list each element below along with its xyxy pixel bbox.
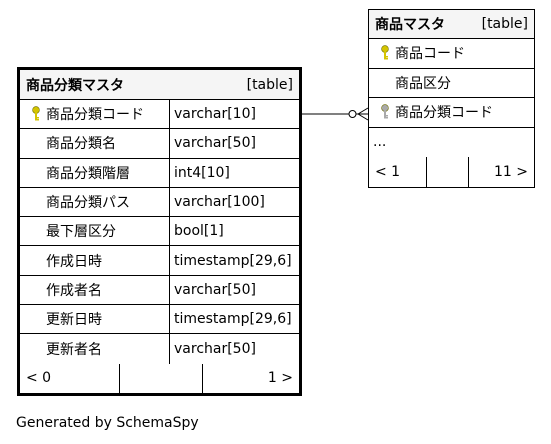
column-type: varchar[100]: [174, 194, 265, 211]
column-name-cell: 作成者名: [20, 275, 170, 305]
column-row[interactable]: 商品分類コード: [369, 98, 534, 128]
table-footer: < 1 11 >: [369, 157, 534, 187]
parent-count: < 1: [369, 157, 427, 187]
key-slot: [375, 104, 395, 120]
column-row[interactable]: 商品コード: [369, 39, 534, 69]
column-name: 商品分類階層: [46, 165, 130, 182]
key-slot: [26, 106, 46, 122]
key-slot: [375, 45, 395, 61]
foreign-key-icon: [381, 104, 389, 119]
column-name: 更新者名: [46, 342, 102, 359]
column-name-cell: 作成日時: [20, 246, 170, 275]
column-type: varchar[50]: [174, 281, 256, 298]
table-title: 商品マスタ: [375, 17, 445, 33]
column-name-cell: 更新日時: [20, 305, 170, 334]
column-name-cell: 最下層区分: [20, 217, 170, 246]
column-name: ...: [373, 134, 387, 151]
generated-by-caption: Generated by SchemaSpy: [16, 415, 199, 431]
table-kind: [table]: [481, 16, 528, 32]
column-type: varchar[10]: [174, 106, 256, 123]
column-row[interactable]: 商品区分: [369, 69, 534, 98]
column-name-cell: 商品区分: [369, 69, 534, 98]
table-footer: < 0 1 >: [20, 363, 299, 393]
column-name-cell: 商品分類パス: [20, 187, 170, 217]
column-name: 商品分類名: [46, 136, 116, 153]
table-kind: [table]: [246, 76, 293, 93]
column-name-cell: 商品分類名: [20, 129, 170, 158]
column-row[interactable]: 商品分類名 varchar[50]: [20, 129, 299, 159]
column-name-cell: ...: [369, 128, 534, 158]
column-row[interactable]: 商品分類パス varchar[100]: [20, 187, 299, 218]
parent-count: < 0: [20, 363, 120, 393]
column-row[interactable]: 最下層区分 bool[1]: [20, 217, 299, 247]
column-row[interactable]: 商品分類階層 int4[10]: [20, 158, 299, 188]
column-type: timestamp[29,6]: [174, 252, 292, 269]
column-name-cell: 商品分類階層: [20, 158, 170, 187]
primary-key-icon: [32, 106, 40, 121]
column-name: 商品分類パス: [46, 195, 130, 212]
table-header[interactable]: 商品分類マスタ [table]: [20, 70, 299, 100]
column-row[interactable]: 更新日時 timestamp[29,6]: [20, 305, 299, 335]
column-row[interactable]: 作成者名 varchar[50]: [20, 275, 299, 306]
table-shohin-bunrui-master[interactable]: 商品分類マスタ [table] 商品分類コード varchar[10] 商品分類名 v…: [17, 67, 302, 396]
column-name-cell: 更新者名: [20, 334, 170, 364]
column-name: 商品分類コード: [395, 105, 493, 122]
column-type: varchar[50]: [174, 135, 256, 152]
column-name: 更新日時: [46, 312, 102, 329]
column-name: 商品コード: [395, 46, 465, 63]
child-count: 1 >: [267, 370, 293, 387]
column-name: 最下層区分: [46, 224, 116, 241]
column-row[interactable]: 商品分類コード varchar[10]: [20, 100, 299, 130]
child-count: 11 >: [494, 163, 528, 180]
column-name: 商品分類コード: [46, 107, 144, 124]
primary-key-icon: [381, 45, 389, 60]
column-name: 商品区分: [395, 75, 451, 92]
table-shohin-master[interactable]: 商品マスタ [table] 商品コード商品区分商品分類コード... < 1 11…: [368, 9, 535, 188]
column-row[interactable]: 作成日時 timestamp[29,6]: [20, 246, 299, 276]
column-name: 作成日時: [46, 253, 102, 270]
column-row[interactable]: 更新者名 varchar[50]: [20, 334, 299, 364]
column-name-cell: 商品コード: [369, 39, 534, 68]
column-type: int4[10]: [174, 164, 230, 181]
footer-middle: [427, 157, 469, 187]
column-name: 作成者名: [46, 282, 102, 299]
column-type: timestamp[29,6]: [174, 311, 292, 328]
table-title: 商品分類マスタ: [26, 77, 124, 94]
column-name-cell: 商品分類コード: [369, 98, 534, 127]
table-header[interactable]: 商品マスタ [table]: [369, 10, 534, 39]
column-name-cell: 商品分類コード: [20, 100, 170, 129]
column-type: varchar[50]: [174, 341, 256, 358]
column-row[interactable]: ...: [369, 128, 534, 158]
footer-middle: [120, 363, 203, 393]
column-type: bool[1]: [174, 223, 224, 240]
